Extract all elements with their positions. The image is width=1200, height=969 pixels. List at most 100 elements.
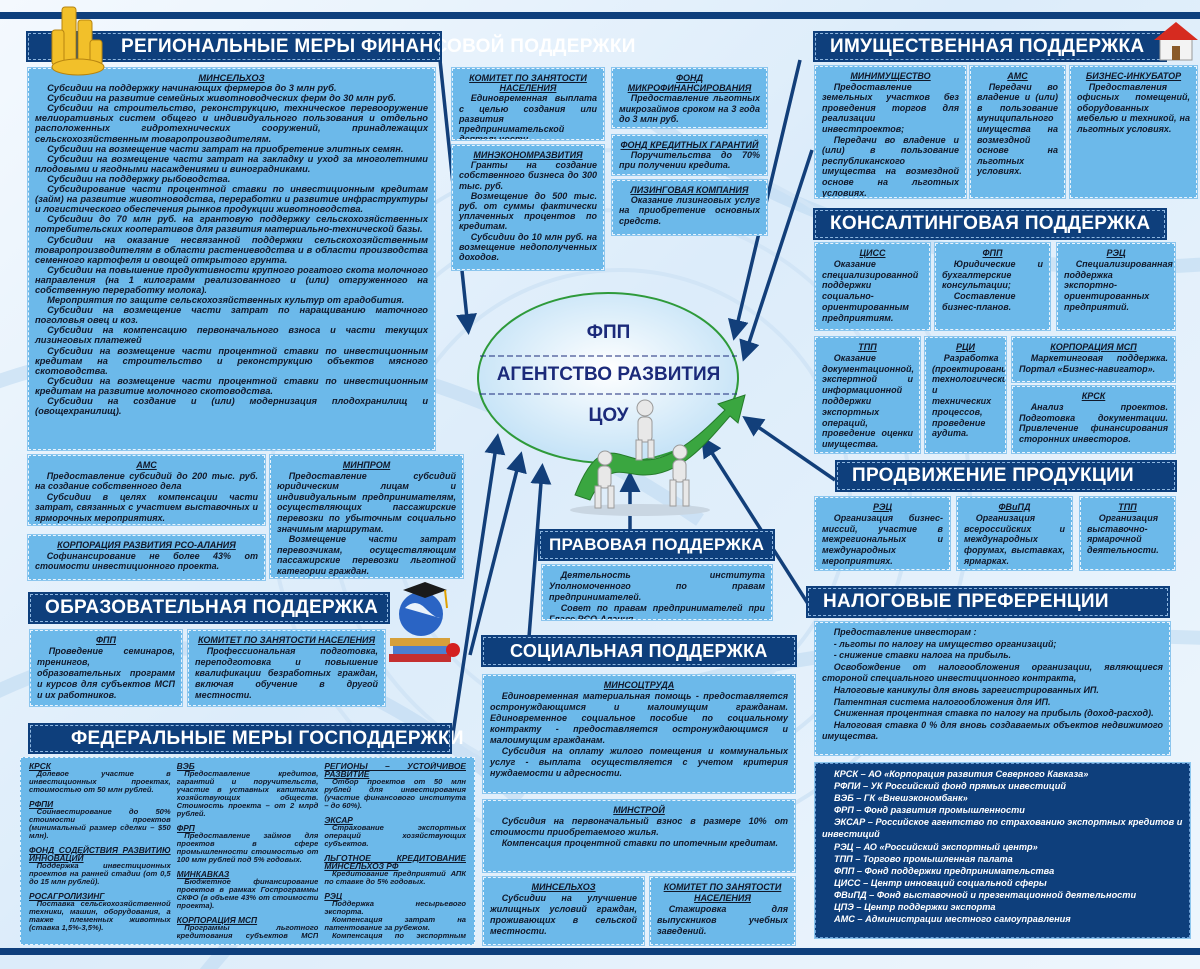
box-paragraph: Субсидии до 10 млн руб. на возмещение не… xyxy=(459,231,597,263)
box-paragraph: Предоставление субсидий юридическим лица… xyxy=(277,470,456,534)
box-paragraph: Разработка (проектирование) технологичес… xyxy=(932,352,1006,439)
federal-item-title: КОРПОРАЦИЯ МСП xyxy=(176,915,258,925)
box-paragraph: Субсидии в целях компенсации части затра… xyxy=(35,491,258,523)
federal-item-title: РФПИ xyxy=(29,799,54,809)
box-paragraph: Стажировка для выпускников учебных завед… xyxy=(657,904,788,936)
box-title: ЛИЗИНГОВАЯ КОМПАНИЯ xyxy=(630,185,749,195)
box-title: МИНСТРОЙ xyxy=(613,805,665,815)
glossary-entry: ЭКСАР – Российское агентство по страхова… xyxy=(822,817,1183,840)
box-paragraph: Субсидии на поддержку рыбоводства. xyxy=(47,173,231,184)
box-paragraph: Оказание лизинговых услуг на приобретени… xyxy=(619,195,760,226)
box-paragraph: Субсидия на оплату жилого помещения и ко… xyxy=(490,746,788,778)
box-paragraph: - снижение ставки налога на прибыль. xyxy=(833,650,1012,661)
bottom-stripe xyxy=(0,948,1200,955)
box-paragraph: Субсидии на возмещение части затрат по н… xyxy=(35,305,428,326)
federal-item-title: ЛЬГОТНОЕ КРЕДИТОВАНИЕ МИНСЕЛЬХОЗ РФ xyxy=(324,853,467,871)
box-title: МИНСЕЛЬХОЗ xyxy=(198,73,265,83)
federal-item-text: Программы льготного кредитования субъект… xyxy=(176,923,319,941)
center-bottom-label: ЦОУ xyxy=(588,405,629,426)
box-legal-main: Деятельность института Уполномоченного п… xyxy=(541,564,773,621)
header-tax-preferences: НАЛОГОВЫЕ ПРЕФЕРЕНЦИИ xyxy=(806,586,1170,618)
box-paragraph: Субсидии на возмещение части затрат на п… xyxy=(47,143,404,154)
box-paragraph: Возмещение части затрат перевозчикам, ос… xyxy=(277,534,456,576)
box-paragraph: Единовременная материальная помощь - пре… xyxy=(490,691,788,745)
federal-item-text: Поддержка инвестиционных проектов на ран… xyxy=(29,861,171,886)
box-paragraph: Профессиональная подготовка, переподгото… xyxy=(195,646,378,700)
box-title: МИНСЕЛЬХОЗ xyxy=(531,882,596,892)
box-paragraph: Анализ проектов. Подготовка документации… xyxy=(1019,401,1168,445)
header-legal-support: ПРАВОВАЯ ПОДДЕРЖКА xyxy=(538,529,775,561)
growth-arrow-figures-illustration xyxy=(570,394,746,516)
box-title: КОРПОРАЦИЯ РАЗВИТИЯ РСО-АЛАНИЯ xyxy=(57,540,236,550)
box-title: КОМИТЕТ ПО ЗАНЯТОСТИ НАСЕЛЕНИЯ xyxy=(197,635,376,645)
box-paragraph: Субсидия на первоначальный взнос в разме… xyxy=(490,816,788,837)
federal-item-title: ЭКСАР xyxy=(324,815,353,825)
box-paragraph: Мероприятия по защите сельскохозяйственн… xyxy=(47,295,405,306)
glossary-entry: ЦПЭ – Центр поддержки экспорта xyxy=(833,902,996,913)
box-title: КОРПОРАЦИЯ МСП xyxy=(1050,342,1137,352)
box-title: МИНЭКОНОМРАЗВИТИЯ xyxy=(473,150,583,160)
box-paragraph: Компенсация процентной ставки по ипотечн… xyxy=(501,838,779,848)
box-paragraph: Маркетинговая поддержка. Портал «Бизнес-… xyxy=(1019,352,1168,374)
box-paragraph: Поручительства до 70% при получении кред… xyxy=(619,150,760,171)
federal-item-title: КРСК xyxy=(29,762,51,771)
box-paragraph: Организация всероссийских и международны… xyxy=(964,512,1065,566)
glossary-entry: АМС – Администрации местного самоуправле… xyxy=(833,914,1071,925)
federal-item-text: Кредитование предприятий АПК по ставке д… xyxy=(324,869,467,886)
federal-item-title: ФРП xyxy=(176,823,195,833)
box-paragraph: Субсидирование части процентной ставки п… xyxy=(35,184,428,215)
box-title: ЦИСС xyxy=(859,248,886,258)
federal-item-text: Компенсация по экспортным кредитам комме… xyxy=(324,931,467,941)
box-title: ФПП xyxy=(96,635,116,645)
box-paragraph: Субсидии на оказание несвязанной поддерж… xyxy=(35,234,428,265)
federal-item-text: Компенсация затрат на патентование за ру… xyxy=(324,915,467,932)
federal-item-title: МИНКАВКАЗ xyxy=(176,869,230,879)
box-paragraph: Софинансирование не более 43% от стоимос… xyxy=(35,550,258,572)
box-paragraph: Проведение семинаров, тренингов, образов… xyxy=(37,646,175,700)
box-title: АМС xyxy=(136,460,157,470)
federal-item-title: РОСАГРОЛИЗИНГ xyxy=(29,891,105,901)
glossary-entry: ФПП – Фонд поддержки предпринимательства xyxy=(833,865,1055,876)
header-property-support: ИМУЩЕСТВЕННАЯ ПОДДЕРЖКА xyxy=(813,31,1167,62)
box-paragraph: Оказание специализированной поддержки со… xyxy=(822,258,919,323)
header-social-support: СОЦИАЛЬНАЯ ПОДДЕРЖКА xyxy=(481,635,797,667)
house-icon xyxy=(1154,22,1198,61)
center-top-label: ФПП xyxy=(586,322,631,343)
glossary-entry: ВЭБ – ГК «Внешэкономбанк» xyxy=(833,793,968,804)
box-paragraph: Субсидии на поддержку начинающих фермеро… xyxy=(47,83,337,94)
box-title: КОМИТЕТ ПО ЗАНЯТОСТИ НАСЕЛЕНИЯ xyxy=(663,882,782,903)
glossary-entry: ЦИСС – Центр инноваций социальной сферы xyxy=(833,877,1047,888)
glossary-entry: РЭЦ – АО «Российский экспортный центр» xyxy=(833,841,1038,852)
box-title: ТПП xyxy=(1118,502,1137,512)
box-paragraph: - льготы по налогу на имущество организа… xyxy=(833,638,1057,649)
box-paragraph: Оказание документационной, экспертной и … xyxy=(822,352,915,450)
box-title: ФВиПД xyxy=(998,502,1031,512)
federal-item-text: Отбор проектов от 50 млн рублей для инве… xyxy=(324,777,467,810)
box-paragraph: Налоговые каникулы для вновь зарегистрир… xyxy=(833,684,1099,695)
federal-item-title: РЭЦ xyxy=(324,891,343,901)
box-title: КОМИТЕТ ПО ЗАНЯТОСТИ НАСЕЛЕНИЯ xyxy=(469,73,587,94)
box-paragraph: Предоставления офисных помещений, оборуд… xyxy=(1077,81,1190,134)
box-paragraph: Субсидии на возмещение части процентной … xyxy=(35,375,428,396)
box-paragraph: Сниженная процентная ставка по налогу на… xyxy=(833,708,1154,719)
box-title: БИЗНЕС-ИНКУБАТОР xyxy=(1085,71,1182,81)
